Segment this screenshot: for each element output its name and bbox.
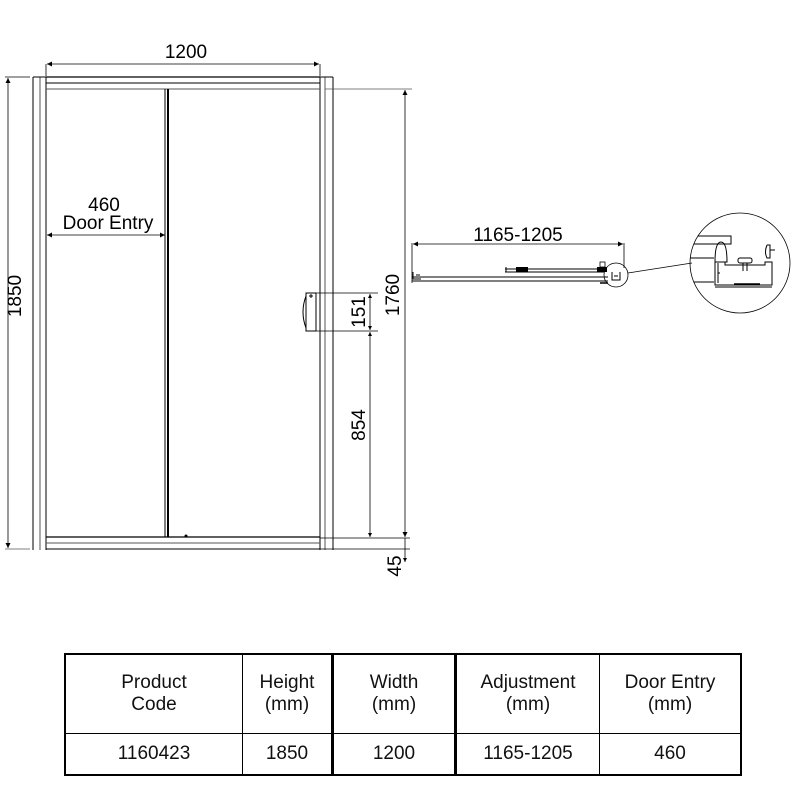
- door-handle: [302, 292, 317, 332]
- cell-adjustment: 1165-1205: [455, 733, 600, 776]
- header-adjustment: Adjustment (mm): [455, 653, 600, 734]
- detail-leader-line: [627, 262, 693, 274]
- header-line: (mm): [647, 694, 693, 715]
- header-line: Door Entry: [624, 672, 716, 693]
- right-wall-profile: [319, 77, 334, 550]
- detail-callout-circle: [603, 262, 629, 288]
- header-product-code: Product Code: [64, 653, 243, 734]
- header-line: Code: [131, 694, 177, 715]
- front-view: [5, 64, 412, 550]
- overall-height-label: 1850: [5, 275, 26, 317]
- table-row: 1160423 1850 1200 1165-1205 460: [64, 733, 742, 776]
- left-wall-profile: [32, 77, 47, 550]
- cell-width: 1200: [331, 733, 457, 776]
- bottom-rail: [46, 536, 320, 550]
- header-door-entry: Door Entry (mm): [599, 653, 742, 734]
- specification-table-container: Product Code Height (mm) Width (mm) Adju…: [64, 653, 742, 776]
- header-line: Product: [121, 672, 187, 693]
- handle-height-label: 151: [349, 296, 370, 328]
- cell-product-code: 1160423: [64, 733, 243, 776]
- header-line: (mm): [505, 694, 551, 715]
- door-entry-value-label: 460: [88, 195, 120, 216]
- header-line: Width: [369, 672, 419, 693]
- dimension-lines: [5, 61, 408, 562]
- table-header-row: Product Code Height (mm) Width (mm) Adju…: [64, 653, 742, 734]
- cell-door-entry: 460: [599, 733, 742, 776]
- door-stile: [164, 89, 169, 537]
- detail-view: [689, 212, 791, 314]
- header-line: Adjustment: [480, 672, 576, 693]
- header-width: Width (mm): [331, 653, 457, 734]
- header-height: Height (mm): [242, 653, 333, 734]
- header-line: (mm): [264, 694, 310, 715]
- adjustment-label: 1165-1205: [473, 225, 562, 246]
- technical-drawing: 1200 1850 460 Door Entry 1760 151 854 45…: [5, 42, 791, 577]
- overall-width-label: 1200: [165, 42, 207, 63]
- header-line: (mm): [371, 694, 417, 715]
- handle-position-label: 854: [349, 409, 370, 441]
- top-rail: [46, 76, 320, 90]
- cell-height: 1850: [242, 733, 333, 776]
- door-entry-caption: Door Entry: [63, 213, 154, 234]
- bottom-offset-label: 45: [385, 555, 406, 576]
- glass-height-label: 1760: [383, 274, 404, 316]
- specification-table: Product Code Height (mm) Width (mm) Adju…: [64, 653, 742, 776]
- header-line: Height: [259, 672, 315, 693]
- plan-view: [411, 241, 693, 288]
